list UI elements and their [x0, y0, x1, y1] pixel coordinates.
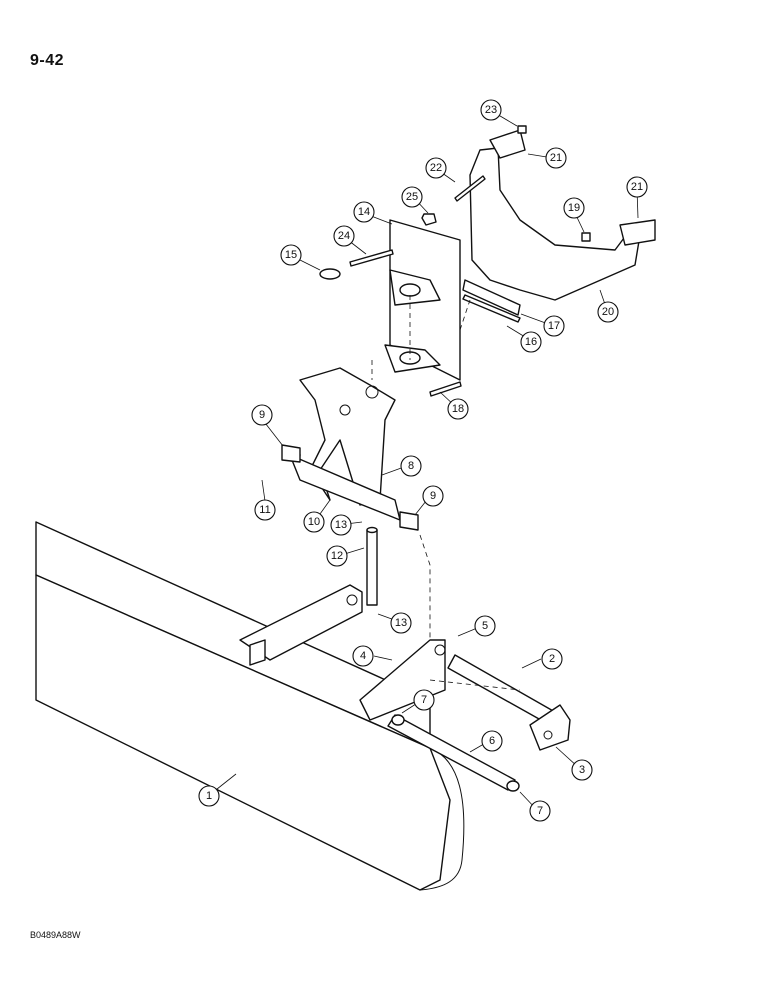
svg-text:9: 9: [430, 490, 436, 502]
nut-part-25: [421, 213, 437, 226]
nut-part-19: [581, 232, 591, 242]
callout-6: 6: [481, 730, 503, 752]
callout-12: 12: [326, 545, 348, 567]
pivot-pin-part-12: [366, 526, 378, 606]
callout-3: 3: [571, 759, 593, 781]
svg-text:13: 13: [335, 519, 347, 531]
callout-14: 14: [353, 201, 375, 223]
callout-23: 23: [480, 99, 502, 121]
svg-text:25: 25: [406, 191, 418, 203]
svg-text:4: 4: [360, 650, 366, 662]
callout-18: 18: [447, 398, 469, 420]
callout-25: 25: [401, 186, 423, 208]
callout-16: 16: [520, 331, 542, 353]
svg-text:8: 8: [408, 460, 414, 472]
callout-2: 2: [541, 648, 563, 670]
bolt-part-24: [349, 249, 394, 267]
callout-13-lower: 13: [390, 612, 412, 634]
callout-22: 22: [425, 157, 447, 179]
bolt-part-22: [454, 175, 486, 202]
svg-text:2: 2: [549, 653, 555, 665]
lower-pin-part-6: [387, 714, 520, 792]
svg-text:18: 18: [452, 403, 464, 415]
svg-text:19: 19: [568, 202, 580, 214]
callout-21-right: 21: [626, 176, 648, 198]
callout-17: 17: [543, 315, 565, 337]
svg-text:15: 15: [285, 249, 297, 261]
svg-text:1: 1: [206, 790, 212, 802]
mounting-bracket-part-14: [384, 219, 461, 381]
plate-part-17: [462, 294, 521, 323]
svg-text:23: 23: [485, 104, 497, 116]
pivot-frame-part-8: [283, 367, 401, 521]
callout-11: 11: [254, 499, 276, 521]
callout-15: 15: [280, 244, 302, 266]
page-number: 9-42: [30, 52, 65, 69]
callout-7-lower: 7: [529, 800, 551, 822]
svg-text:13: 13: [395, 617, 407, 629]
bushing-part-9-left: [281, 444, 301, 463]
svg-text:5: 5: [482, 620, 488, 632]
svg-text:17: 17: [548, 320, 560, 332]
callout-10: 10: [303, 511, 325, 533]
svg-text:21: 21: [631, 181, 643, 193]
callout-21-upper: 21: [545, 147, 567, 169]
callout-5: 5: [474, 615, 496, 637]
svg-text:3: 3: [579, 764, 585, 776]
bolt-part-18: [429, 381, 462, 397]
callout-4: 4: [352, 645, 374, 667]
callout-7-upper: 7: [413, 689, 435, 711]
nut-part-23: [517, 125, 527, 134]
svg-text:9: 9: [259, 409, 265, 421]
svg-text:24: 24: [338, 230, 350, 242]
svg-text:14: 14: [358, 206, 370, 218]
drawing-code: B0489A88W: [30, 930, 81, 940]
callout-20: 20: [597, 301, 619, 323]
svg-text:7: 7: [537, 805, 543, 817]
callout-9-right: 9: [422, 485, 444, 507]
svg-text:12: 12: [331, 550, 343, 562]
svg-text:20: 20: [602, 306, 614, 318]
shim-part-16: [462, 279, 521, 316]
callout-13-upper: 13: [330, 514, 352, 536]
svg-text:16: 16: [525, 336, 537, 348]
bushing-part-9-right: [399, 511, 419, 531]
svg-text:22: 22: [430, 162, 442, 174]
support-bracket-part-20: [469, 129, 656, 301]
svg-text:6: 6: [489, 735, 495, 747]
callout-8: 8: [400, 455, 422, 477]
wear-pad-part-15: [319, 268, 341, 280]
lower-pin-part-2: [447, 654, 571, 751]
callout-1: 1: [198, 785, 220, 807]
svg-text:21: 21: [550, 152, 562, 164]
callout-9-left: 9: [251, 404, 273, 426]
push-frame: [239, 584, 446, 721]
svg-text:11: 11: [259, 504, 270, 516]
callout-19: 19: [563, 197, 585, 219]
svg-text:7: 7: [421, 694, 427, 706]
callout-24: 24: [333, 225, 355, 247]
svg-text:10: 10: [308, 516, 320, 528]
